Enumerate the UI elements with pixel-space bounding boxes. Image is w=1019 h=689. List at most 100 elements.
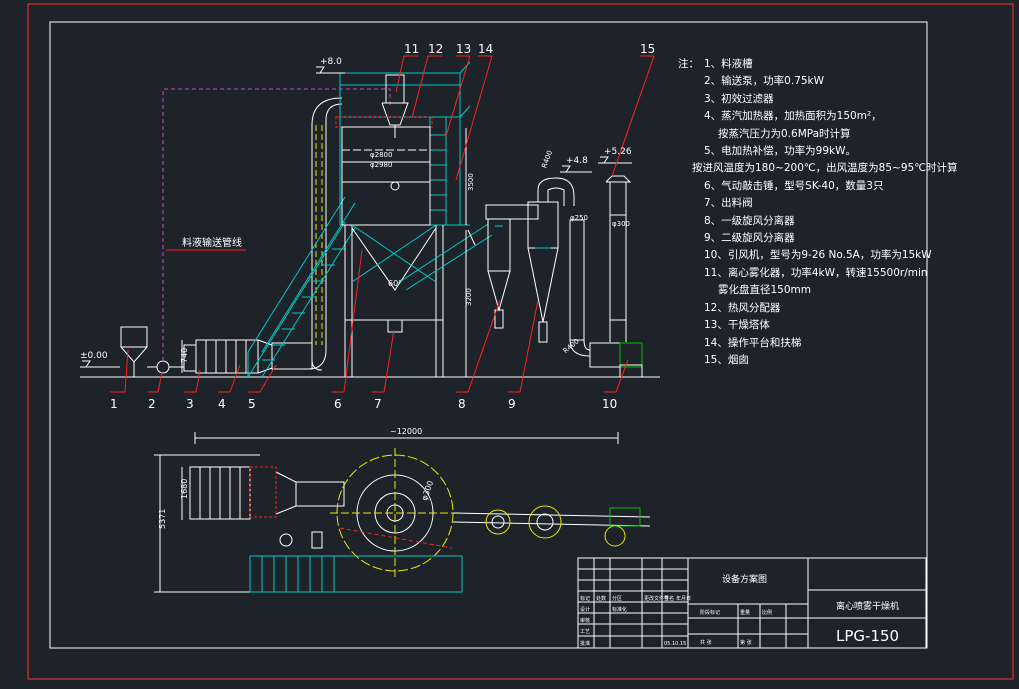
pipeline-label: 料液输送管线 bbox=[182, 236, 242, 249]
note-text: 15、烟囱 bbox=[704, 353, 749, 366]
tb-label-7: 设计 bbox=[580, 606, 590, 613]
cyclone-2 bbox=[527, 177, 591, 357]
title-block-text: 设备方案图 离心喷雾干燥机 LPG-150 标记 处数 分区 更改文件号 签名 … bbox=[580, 573, 899, 647]
note-text: 1、料液槽 bbox=[704, 58, 753, 70]
elevation-markers bbox=[80, 66, 632, 368]
induced-fan bbox=[589, 342, 643, 378]
callout-14: 14 bbox=[478, 42, 493, 56]
note-text: 6、气动敲击锤，型号SK-40，数量3只 bbox=[704, 179, 884, 192]
tb-label-10: 工艺 bbox=[580, 629, 590, 635]
tb-label-3: 分区 bbox=[612, 595, 622, 602]
callout-15: 15 bbox=[640, 42, 655, 56]
note-item: 注： 1、料液槽 bbox=[678, 56, 918, 73]
dim-d-outer: φ2800 bbox=[370, 151, 392, 159]
note-text: 2、输送泵，功率0.75kW bbox=[704, 75, 825, 88]
note-text: 雾化盘直径150mm bbox=[718, 284, 811, 297]
note-text: 7、出料阀 bbox=[704, 197, 753, 210]
callout-2: 2 bbox=[148, 397, 156, 411]
tb-label-13: 比例 bbox=[762, 609, 772, 616]
note-item: 按蒸汽压力为0.6MPa时计算 bbox=[678, 126, 918, 143]
elev-ground: ±0.00 bbox=[80, 351, 108, 361]
dim-angle: 60° bbox=[388, 279, 402, 288]
feed-pipeline bbox=[162, 88, 391, 361]
note-text: 8、一级旋风分离器 bbox=[704, 214, 795, 227]
dim-h-tower: 3500 bbox=[467, 173, 475, 191]
note-item: 7、出料阀 bbox=[678, 195, 918, 212]
tb-label-12: 重量 bbox=[740, 609, 750, 616]
scheme-title: 设备方案图 bbox=[722, 573, 767, 585]
notes-panel: 注： 1、料液槽 2、输送泵，功率0.75kW 3、初效过滤器 4、蒸汽加热器，加热面积… bbox=[678, 56, 957, 369]
drying-chamber bbox=[341, 126, 431, 226]
outlet-duct bbox=[397, 223, 493, 291]
callout-8: 8 bbox=[458, 397, 466, 411]
dim-overall-length: ~12000 bbox=[390, 427, 422, 436]
note-item: 5、电加热补偿，功率为99kW。 bbox=[678, 143, 918, 160]
note-text: 按蒸汽压力为0.6MPa时计算 bbox=[718, 127, 851, 140]
note-text: 9、二级旋风分离器 bbox=[704, 232, 795, 245]
note-item: 3、初效过滤器 bbox=[678, 91, 918, 108]
note-text: 5、电加热补偿，功率为99kW。 bbox=[704, 145, 857, 158]
dim-d-inner: φ2980 bbox=[370, 161, 392, 169]
note-text: 10、引风机，型号为9-26 No.5A，功率为15kW bbox=[704, 249, 932, 262]
atomizer bbox=[381, 74, 409, 138]
callout-7: 7 bbox=[374, 397, 382, 411]
callout-5: 5 bbox=[248, 397, 256, 411]
filter-heater bbox=[183, 339, 273, 374]
note-item: 按进风温度为180~200℃，出风温度为85~95℃时计算 bbox=[678, 160, 957, 177]
callout-10: 10 bbox=[602, 397, 617, 411]
note-item: 15、烟囱 bbox=[678, 352, 918, 369]
callout-numbers: 1 2 3 4 5 6 7 8 9 10 11 12 13 14 15 bbox=[110, 42, 655, 411]
note-item: 4、蒸汽加热器，加热面积为150m²， bbox=[678, 108, 918, 125]
note-text: 4、蒸汽加热器，加热面积为150m²， bbox=[704, 110, 882, 123]
tb-label-1: 标记 bbox=[580, 595, 590, 602]
dim-d-duct: φ250 bbox=[570, 214, 588, 222]
tb-label-8: 标准化 bbox=[612, 606, 627, 613]
tb-label-11: 批准 bbox=[580, 640, 590, 647]
note-text: 11、离心雾化器，功率4kW，转速15500r/min bbox=[704, 266, 928, 279]
callout-6: 6 bbox=[334, 397, 342, 411]
callout-leaders bbox=[110, 55, 655, 393]
dim-plan-depth: 5371 bbox=[158, 509, 167, 529]
note-item: 6、气动敲击锤，型号SK-40，数量3只 bbox=[678, 178, 918, 195]
tb-label-4: 更改文件号 bbox=[644, 595, 669, 602]
callout-13: 13 bbox=[456, 42, 471, 56]
note-item: 11、离心雾化器，功率4kW，转速15500r/min bbox=[678, 265, 928, 282]
note-item: 8、一级旋风分离器 bbox=[678, 213, 918, 230]
note-item: 12、热风分配器 bbox=[678, 300, 918, 317]
title-block bbox=[577, 557, 927, 649]
dim-r-duct1: R400 bbox=[540, 149, 554, 169]
note-text: 14、操作平台和扶梯 bbox=[704, 336, 802, 349]
notes-list: 注： 1、料液槽 2、输送泵，功率0.75kW 3、初效过滤器 4、蒸汽加热器，加热面积… bbox=[678, 56, 957, 369]
chimney bbox=[605, 175, 632, 342]
callout-11: 11 bbox=[404, 42, 419, 56]
stairway bbox=[247, 196, 356, 378]
drawing-border bbox=[49, 21, 928, 649]
note-text: 3、初效过滤器 bbox=[704, 92, 774, 105]
note-item: 10、引风机，型号为9-26 No.5A，功率为15kW bbox=[678, 247, 932, 264]
tb-date: 05.10.15 bbox=[664, 641, 686, 647]
note-text: 12、热风分配器 bbox=[704, 301, 781, 314]
dim-plan-width: 1680 bbox=[180, 479, 189, 499]
tb-label-9: 审核 bbox=[580, 617, 590, 624]
feed-tank bbox=[120, 326, 148, 377]
elev-chimney: +5.26 bbox=[604, 147, 632, 157]
notes-prefix: 注： bbox=[678, 58, 699, 70]
tower-top bbox=[339, 61, 471, 226]
callout-9: 9 bbox=[508, 397, 516, 411]
note-text: 13、干燥塔体 bbox=[704, 319, 770, 332]
product-name: 离心喷雾干燥机 bbox=[836, 600, 899, 612]
tb-label-14: 共 张 bbox=[700, 639, 712, 646]
elev-cyclone: +4.8 bbox=[566, 156, 588, 166]
model-number: LPG-150 bbox=[836, 627, 899, 645]
plan-view bbox=[154, 432, 651, 593]
elev-top: +8.0 bbox=[320, 57, 342, 67]
tb-label-2: 处数 bbox=[596, 595, 606, 602]
support-frame bbox=[344, 224, 444, 377]
feed-pump bbox=[147, 360, 184, 374]
callout-3: 3 bbox=[186, 397, 194, 411]
callout-4: 4 bbox=[218, 397, 226, 411]
note-item: 2、输送泵，功率0.75kW bbox=[678, 73, 918, 90]
dim-plan-d: φ300 bbox=[420, 479, 435, 501]
note-item: 13、干燥塔体 bbox=[678, 317, 918, 334]
